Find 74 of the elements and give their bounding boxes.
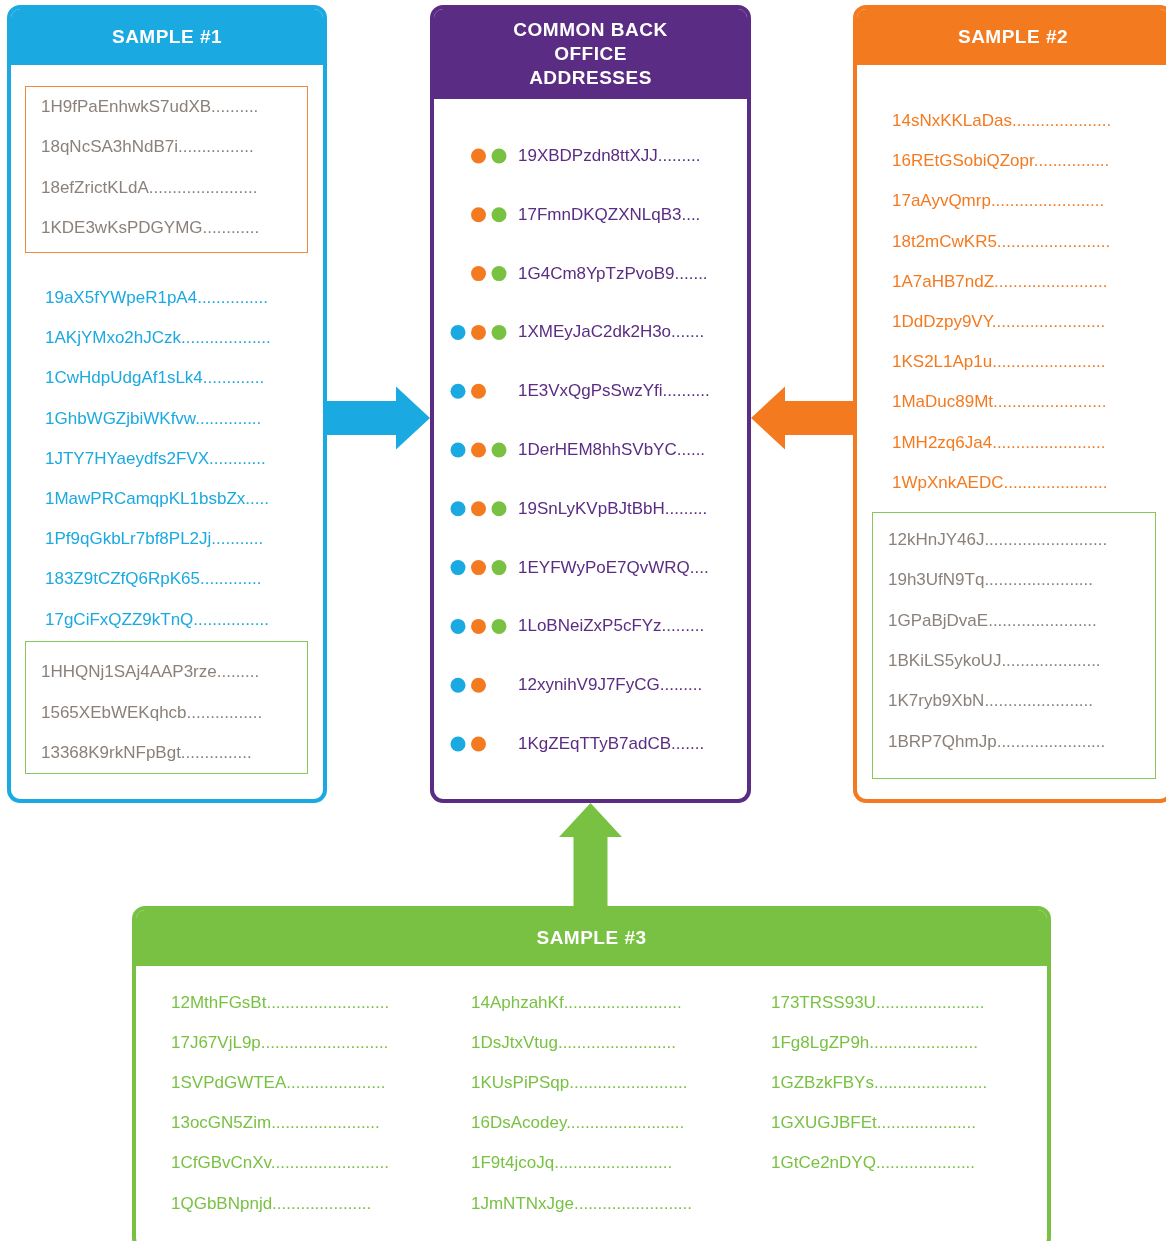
address-text: 12kHnJY46J.......................... xyxy=(888,530,1108,550)
panel-header: SAMPLE #1 xyxy=(11,9,323,65)
address-text: 19SnLyKVpBJtBbH......... xyxy=(518,498,708,519)
address-text: 1SVPdGWTEA..................... xyxy=(171,1073,386,1094)
sample-panel xyxy=(7,5,327,803)
address-text: 173TRSS93U....................... xyxy=(771,993,985,1013)
sample-panel xyxy=(853,5,1166,803)
address-text: 1WpXnkAEDC...................... xyxy=(892,472,1108,493)
address-text: 1GZBzkFBYs........................ xyxy=(771,1073,988,1094)
address-text: 17FmnDKQZXNLqB3.... xyxy=(518,204,701,225)
address-text: 1GhbWGZjbiWKfvw.............. xyxy=(45,408,262,429)
address-text: 16DsAcodey......................... xyxy=(471,1113,685,1134)
address-text: 1JTY7HYaeydfs2FVX............ xyxy=(45,448,266,469)
address-text: 17J67VjL9p........................... xyxy=(171,1033,389,1054)
address-text: 17aAyvQmrp........................ xyxy=(892,191,1105,212)
address-text: 1K7ryb9XbN....................... xyxy=(888,691,1094,712)
address-text: 1GXUGJBFEt..................... xyxy=(771,1113,976,1134)
address-text: 16REtGSobiQZopr................ xyxy=(892,151,1110,172)
address-text: 1MaDuc89Mt........................ xyxy=(892,392,1107,413)
address-text: 14AphzahKf......................... xyxy=(471,993,682,1013)
address-text: 1G4Cm8YpTzPvoB9....... xyxy=(518,263,708,284)
address-text: 1MawPRCamqpKL1bsbZx..... xyxy=(45,489,269,509)
address-text: 13368K9rkNFpBgt............... xyxy=(41,743,252,764)
address-group-box xyxy=(25,641,308,774)
block-arrow xyxy=(559,803,622,906)
address-text: 13ocGN5Zim....................... xyxy=(171,1113,380,1134)
address-text: 19aX5fYWpeR1pA4............... xyxy=(45,288,268,308)
address-text: 18efZrictKLdA....................... xyxy=(41,177,258,198)
address-text: 1KUsPiPSqp......................... xyxy=(471,1073,688,1094)
address-text: 1Fg8LgZP9h....................... xyxy=(771,1033,978,1054)
address-text: 1DsJtxVtug......................... xyxy=(471,1033,676,1054)
address-text: 1DdDzpy9VY........................ xyxy=(892,312,1106,332)
address-text: 1DerHEM8hhSVbYC...... xyxy=(518,440,706,460)
address-text: 1KDE3wKsPDGYMG............ xyxy=(41,217,260,238)
address-text: 1565XEbWEKqhcb................ xyxy=(41,702,263,723)
address-text: 1EYFWyPoE7QvWRQ.... xyxy=(518,557,709,578)
address-text: 1QGbBNpnjd..................... xyxy=(171,1193,372,1214)
address-text: 1E3VxQgPsSwzYfi.......... xyxy=(518,381,710,402)
address-text: 14sNxKKLaDas..................... xyxy=(892,111,1112,131)
common-addresses-panel xyxy=(430,5,751,803)
block-arrow xyxy=(327,386,430,450)
address-text: 1HHQNj1SAj4AAP3rze......... xyxy=(41,662,260,682)
panel-header: COMMON BACK OFFICE ADDRESSES xyxy=(434,9,747,99)
block-arrow xyxy=(751,386,853,450)
address-text: 1AKjYMxo2hJCzk................... xyxy=(45,328,271,349)
address-text: 1GtCe2nDYQ..................... xyxy=(771,1153,976,1174)
panel-header: SAMPLE #3 xyxy=(136,910,1047,966)
sample-panel xyxy=(132,906,1051,1241)
address-text: 1H9fPaEnhwkS7udXB.......... xyxy=(41,97,259,117)
panel-header: SAMPLE #2 xyxy=(857,9,1166,65)
address-text: 1XMEyJaC2dk2H3o....... xyxy=(518,322,705,343)
address-text: 1KgZEqTTyB7adCB....... xyxy=(518,734,705,754)
address-text: 1F9t4jcoJq......................... xyxy=(471,1153,673,1174)
address-text: 12MthFGsBt.......................... xyxy=(171,993,390,1013)
address-text: 17gCiFxQZZ9kTnQ................ xyxy=(45,609,269,630)
address-text: 1MH2zq6Ja4........................ xyxy=(892,432,1106,453)
address-text: 1JmNTNxJge......................... xyxy=(471,1193,693,1214)
address-text: 19XBDPzdn8ttXJJ......... xyxy=(518,146,701,166)
address-text: 183Z9tCZfQ6RpK65............. xyxy=(45,569,262,590)
address-text: 1GPaBjDvaE....................... xyxy=(888,610,1097,631)
address-group-box xyxy=(872,512,1156,779)
address-text: 1CfGBvCnXv......................... xyxy=(171,1153,389,1174)
address-text: 18qNcSA3hNdB7i................ xyxy=(41,137,254,158)
address-text: 1Pf9qGkbLr7bf8PL2Jj........... xyxy=(45,529,264,550)
address-text: 19h3UfN9Tq....................... xyxy=(888,570,1094,591)
address-text: 18t2mCwKR5........................ xyxy=(892,231,1111,252)
address-text: 1KS2L1Ap1u........................ xyxy=(892,352,1106,373)
address-group-box xyxy=(25,86,308,253)
address-text: 1A7aHB7ndZ........................ xyxy=(892,271,1108,292)
address-text: 1CwHdpUdgAf1sLk4............. xyxy=(45,368,265,389)
address-text: 1BKiLS5ykoUJ..................... xyxy=(888,650,1101,671)
address-text: 1BRP7QhmJp....................... xyxy=(888,731,1106,752)
address-text: 12xynihV9J7FyCG......... xyxy=(518,675,703,696)
address-text: 1LoBNeiZxP5cFYz......... xyxy=(518,616,705,637)
